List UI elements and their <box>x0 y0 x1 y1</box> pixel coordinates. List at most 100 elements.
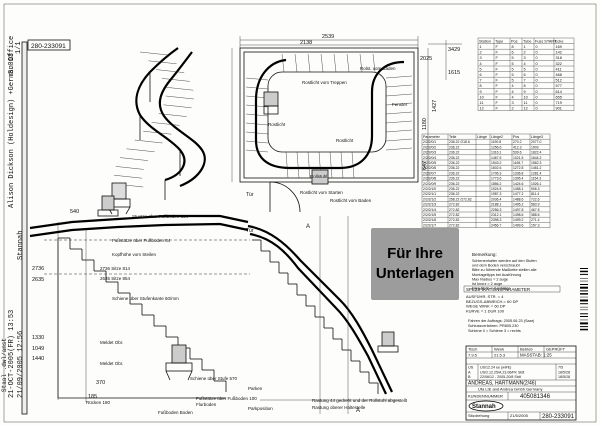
plan-tread <box>245 122 269 126</box>
rev-date: 7/5 <box>558 366 563 370</box>
station-table-cell: 4 <box>512 84 514 88</box>
plan-tread <box>245 149 269 153</box>
parts-table-cell: 1706.3 <box>491 171 501 175</box>
parts-table-cell: 1497.8 <box>513 208 523 212</box>
spiral-tread <box>165 87 194 91</box>
label-stuetze-554: Stuetze über Fußboden 554 <box>132 214 189 219</box>
parts-table-cell: 1903 <box>531 145 539 149</box>
plan-tread <box>385 75 413 79</box>
plan-tread <box>385 111 413 115</box>
fax-side-label: Alison Dickson (Holdesign) +German Offic… <box>8 36 16 208</box>
parts-table-cell: 583.9 <box>531 203 540 207</box>
fax-page-number: S.013 <box>8 53 16 74</box>
fax-sender: Stannah <box>17 231 25 260</box>
dim-3429: 3429 <box>448 47 460 53</box>
label-rostlicht-start: Rostlicht vom Starten <box>300 190 343 195</box>
plan-tread <box>296 151 300 179</box>
station-table-cell: 5 <box>512 67 514 71</box>
barcode-bar <box>580 316 588 317</box>
spiral-tread <box>163 104 192 108</box>
barcode-bar <box>580 326 588 328</box>
note-line: Dies Stufe = 2 schräge <box>472 287 511 291</box>
parts-table-cell: 272.82 <box>449 213 459 217</box>
plan-tread <box>320 53 324 73</box>
parts-table-cell: 2/2/2/0/6 <box>423 166 436 170</box>
station-table-cell: 7 <box>524 79 526 83</box>
station-table-cell: 0 <box>536 73 538 77</box>
dim-1180: 1180 <box>422 118 428 130</box>
notes-block: Bemerkung: Schienenhalter werden auf den… <box>472 252 537 291</box>
barcode-bar <box>580 273 588 275</box>
dim-1049: 1049 <box>32 346 44 352</box>
spiral-tread <box>156 69 185 73</box>
station-table-cell: 318 <box>556 56 562 60</box>
stamp-line-1: Für Ihre <box>387 245 443 262</box>
station-table-cell: F <box>496 90 499 94</box>
station-table-cell: 11 <box>480 101 484 105</box>
label-rostlicht-2: Rostlicht <box>336 138 354 143</box>
parts-table-cell: 1499.6 <box>513 223 523 227</box>
door-swing <box>269 181 301 213</box>
label-schiene-hoehe: Schiene über Stufe 570 <box>190 376 238 381</box>
parts-table-cell: 1424.6 <box>513 182 523 186</box>
rail-bottom-elev <box>29 222 249 238</box>
parts-table-cell: 2/2/2/1/6 <box>423 218 436 222</box>
rev-description: 22/06/12 - 2005-20/8 Stdt <box>480 375 521 379</box>
barcode-bar <box>580 309 588 311</box>
parts-table-cell: 2256.3 <box>491 208 501 212</box>
plan-tread <box>385 129 413 133</box>
station-table-cell: 2 <box>480 51 482 55</box>
spiral-tread <box>143 131 172 135</box>
section-marker-a2: A <box>356 408 360 414</box>
dim-185: 185 <box>88 394 97 400</box>
tb-bottom-left: Sitzdrehung <box>468 413 489 418</box>
label-kopfhoehe: Kopfhöhe vom Steilen <box>112 252 157 257</box>
plan-chair <box>263 91 279 115</box>
dim-2736: 2736 <box>32 266 44 272</box>
station-table-cell: 411 <box>556 67 562 71</box>
station-table-cell: 7 <box>480 79 482 83</box>
note-line: Schienenhalter werden auf den Stufen <box>472 259 537 263</box>
station-table-cell: 3 <box>524 56 526 60</box>
station-table-cell: 6 <box>512 51 514 55</box>
parts-table-cell: 1467.5 <box>491 156 501 160</box>
parts-table-cell: 236.22 /218.6 <box>449 140 470 144</box>
parts-table-cell: 1495.2 <box>513 203 523 207</box>
tb-date-1: 7.9.5 <box>468 353 478 358</box>
spiral-tread <box>113 175 143 179</box>
plan-rail <box>254 58 405 170</box>
spec-line: KURVE = 1 DUR 100 <box>466 308 505 313</box>
station-table-cell: 8 <box>480 84 482 88</box>
label-fussstuetze-84: Fußstütze über Fußboden 84 <box>112 238 171 243</box>
barcode-bar <box>580 293 588 295</box>
station-table-cell: 4 <box>512 95 514 99</box>
plan-tread <box>385 102 413 106</box>
station-table-cell: 2 <box>512 107 514 111</box>
station-table-cell: 614 <box>556 90 562 94</box>
label-stuetze-2635: 2635 Sitze 854 <box>100 276 131 281</box>
station-table-cell: F <box>496 62 499 66</box>
dim-2138: 2138 <box>300 40 312 46</box>
spiral-tread <box>119 157 148 161</box>
label-rolst-vom-baden: Rolst. vom Baden <box>360 66 396 71</box>
parts-table-cell: 2/2/2/0/2 <box>423 145 436 149</box>
rail-upper <box>135 47 186 182</box>
spiral-tread <box>115 166 144 170</box>
parts-table-cell: 1822.4 <box>531 151 541 155</box>
station-table-cell: 0 <box>536 51 538 55</box>
parts-table-cell: 2036.4 <box>491 197 501 201</box>
parts-table-cell: 272.82 <box>449 203 459 207</box>
parts-table-cell: 811.4 <box>531 192 539 196</box>
parts-table-header: Länge3 <box>531 135 543 139</box>
plan-tread <box>385 120 413 124</box>
stannah-wordmark: Stannah <box>472 404 496 410</box>
parts-table-cell: 2/2/2/0/3 <box>423 151 436 155</box>
parts-table-cell: 1336.8 <box>513 171 523 175</box>
parts-table-cell: 1488.6 <box>513 197 523 201</box>
tb-ref-far: GEPRÜFT <box>546 347 566 352</box>
parts-table-cell: 1272.8 <box>513 166 523 170</box>
station-table-cell: 5 <box>512 79 514 83</box>
parts-table-cell: 236.22 <box>449 192 459 196</box>
parts-table-cell: 2/2/2/0/5 <box>423 161 436 165</box>
rev-date: 18/5/28 <box>558 375 570 379</box>
